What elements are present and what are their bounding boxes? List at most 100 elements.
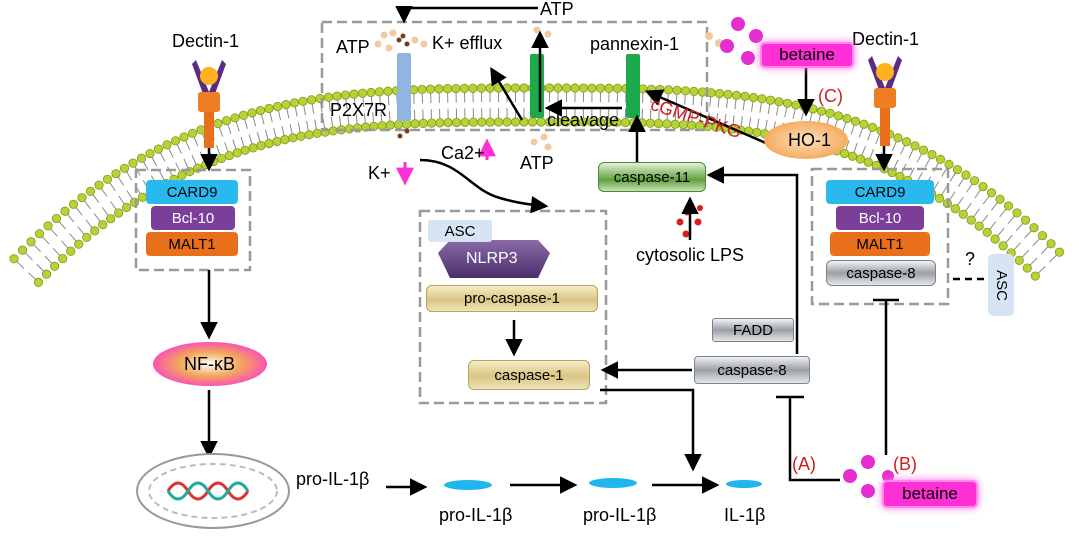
- lipid-head: [442, 84, 453, 94]
- lipid-head: [1054, 247, 1065, 257]
- lipid-head: [468, 117, 478, 127]
- dectin-1-receptor-right: [868, 56, 902, 146]
- lipid-head: [998, 241, 1008, 251]
- lipid-head: [306, 95, 317, 105]
- il1b-oval: [726, 480, 762, 488]
- lipid-head: [238, 110, 249, 120]
- lipid-head: [221, 116, 232, 126]
- bcl10-right: Bcl-10: [836, 206, 924, 230]
- lipid-head: [654, 118, 664, 129]
- lipid-head: [247, 108, 257, 118]
- lipid-head: [867, 122, 878, 132]
- lipid-head: [230, 113, 240, 123]
- lipid-head: [510, 83, 521, 93]
- lipid-head: [435, 118, 445, 128]
- lipid-head: [312, 128, 322, 138]
- p2x7r-channel: [397, 53, 411, 121]
- arrows: [200, 6, 893, 496]
- lipid-head: [196, 125, 206, 135]
- lipid-head: [459, 83, 470, 93]
- lipid-head: [863, 157, 873, 167]
- lipid-head: [451, 83, 461, 94]
- lipid-head: [799, 102, 810, 112]
- lipid-head: [272, 101, 283, 112]
- channel-frame: [320, 20, 709, 132]
- lipid-head: [240, 145, 250, 155]
- lipid-head: [66, 246, 76, 256]
- malt1-right: MALT1: [830, 232, 930, 256]
- lipid-head: [77, 193, 87, 203]
- lipid-head: [825, 108, 835, 119]
- lipid-head: [94, 180, 104, 190]
- lipid-head: [74, 239, 84, 249]
- k-efflux-label: K+ efflux: [432, 33, 503, 53]
- lipid-head: [9, 254, 19, 264]
- lipid-head: [723, 89, 733, 99]
- caspase-11: caspase-11: [598, 162, 706, 192]
- lipid-head: [689, 86, 699, 96]
- lipid-head: [840, 148, 850, 159]
- lipid-head: [944, 159, 954, 169]
- lipid-head: [41, 269, 52, 279]
- k-plus-label: K+: [368, 163, 391, 183]
- lipid-head: [990, 234, 1000, 244]
- lipid-head: [595, 83, 606, 93]
- atp-top-label: ATP: [540, 0, 574, 19]
- lipid-head: [1037, 230, 1048, 241]
- inflammasome-frame: [418, 209, 608, 405]
- lipid-head: [281, 100, 291, 110]
- lipid-head: [340, 90, 351, 100]
- left-complex-frame: [134, 168, 252, 272]
- lipid-head: [918, 145, 929, 155]
- betaine-box-bottom: betaine: [882, 480, 978, 508]
- pro-il1b-oval-2: [589, 478, 637, 488]
- lipid-head: [288, 133, 298, 143]
- lipid-head: [50, 261, 60, 271]
- question-mark: ?: [965, 249, 976, 269]
- lipid-head: [477, 117, 487, 127]
- malt1-left: MALT1: [146, 232, 238, 256]
- lipid-head: [33, 277, 44, 287]
- lipid-head: [1046, 239, 1056, 249]
- mark-a: (A): [792, 454, 816, 474]
- lipid-head: [51, 213, 62, 224]
- betaine-molecule-bottom: [843, 455, 894, 498]
- lipid-head: [213, 118, 223, 129]
- lipid-head: [969, 176, 980, 186]
- lipid-head: [418, 118, 428, 129]
- lipid-head: [119, 163, 130, 173]
- ion-particles: [396, 33, 410, 139]
- asc-side-box: ASC: [988, 254, 1014, 316]
- lipid-head: [859, 119, 869, 129]
- lipid-head: [264, 138, 274, 149]
- lipid-head: [663, 85, 674, 95]
- lipid-head: [740, 91, 750, 101]
- lipid-head: [850, 116, 861, 126]
- lipid-head: [774, 97, 784, 107]
- lipid-head: [655, 84, 665, 95]
- pro-il1b-label-1: pro-IL-1β: [296, 469, 370, 489]
- ion-change-arrows: [396, 138, 496, 186]
- lipid-head: [349, 89, 359, 99]
- lipid-head: [111, 169, 121, 179]
- inhibition-lines: [776, 277, 985, 482]
- lipid-head: [185, 167, 195, 177]
- lipid-head: [26, 237, 36, 247]
- dectin-1-receptor-left: [192, 60, 226, 148]
- cytosolic-lps-label: cytosolic LPS: [636, 245, 745, 265]
- pannexin-label: pannexin-1: [590, 34, 680, 54]
- lipid-head: [434, 84, 444, 94]
- lipid-head: [961, 170, 971, 180]
- lipid-head: [85, 186, 96, 196]
- lipid-head: [443, 118, 453, 128]
- lipid-head: [544, 83, 555, 93]
- lipid-head: [808, 104, 818, 114]
- lipid-head: [170, 136, 181, 146]
- card9-right: CARD9: [826, 180, 934, 204]
- pro-il1b-oval-1: [444, 480, 492, 490]
- lipid-head: [460, 117, 470, 127]
- lipid-head: [958, 209, 968, 219]
- ca2-plus-label: Ca2+: [441, 143, 485, 163]
- lipid-head: [910, 141, 920, 151]
- ho1-oval: [764, 121, 848, 159]
